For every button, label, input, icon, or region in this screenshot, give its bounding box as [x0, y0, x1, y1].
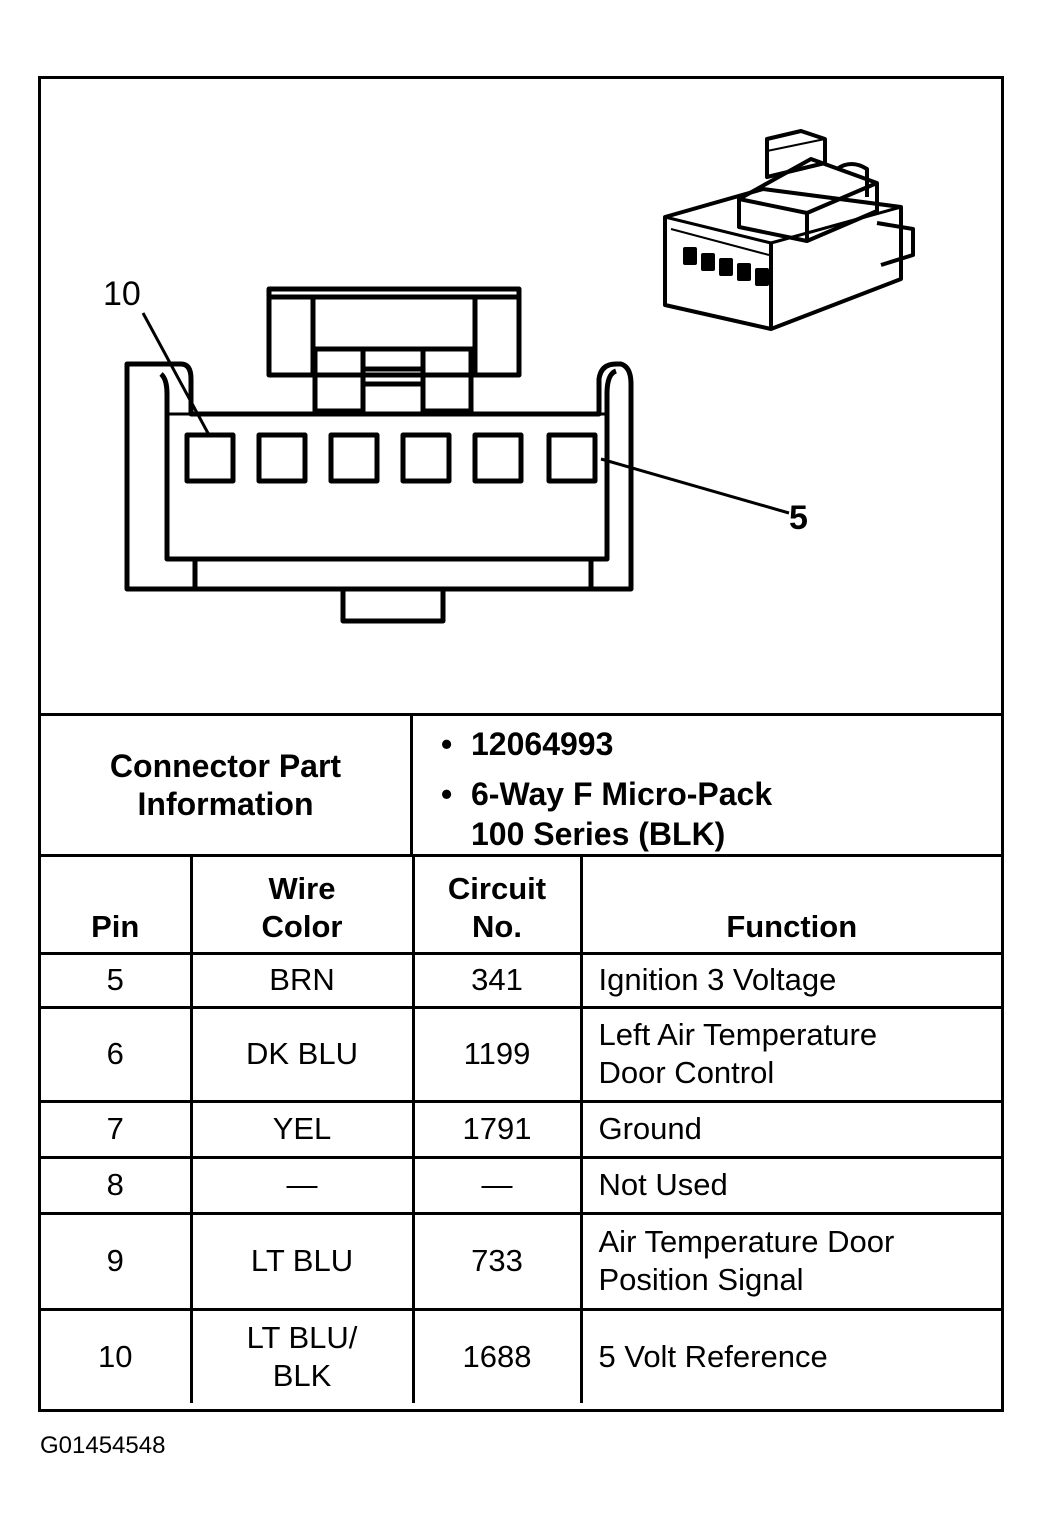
cavity-pin-8: [328, 432, 380, 484]
cell-circuit: —: [411, 1155, 583, 1215]
iso-cavity-1: [683, 247, 697, 265]
cell-circuit: 1199: [411, 1005, 583, 1103]
cell-pin: 10: [41, 1307, 193, 1403]
latch-inner-walls: [310, 297, 478, 375]
housing-key: [340, 589, 446, 624]
iso-hinge: [835, 162, 869, 197]
latch-outer: [266, 286, 522, 378]
figure-code: G01454548: [40, 1432, 166, 1459]
connector-front-view: [124, 286, 634, 624]
cell-circuit: 733: [411, 1211, 583, 1311]
iso-latch: [737, 157, 879, 243]
iso-latch-button: [765, 129, 827, 179]
iso-cavity-4: [737, 263, 751, 281]
cell-pin: 6: [41, 1005, 193, 1103]
pinout-table: Pin Wire Color Circuit No. Function 5 BR…: [41, 857, 1001, 1403]
header-wire-color: Wire Color: [189, 857, 415, 955]
pinout-header-row: Pin Wire Color Circuit No. Function: [41, 857, 1001, 955]
table-row: 7 YEL 1791 Ground: [41, 1099, 1001, 1159]
table-row: 5 BRN 341 Ignition 3 Voltage: [41, 951, 1001, 1009]
table-row: 10 LT BLU/ BLK 1688 5 Volt Reference: [41, 1307, 1001, 1403]
header-function: Function: [579, 857, 1001, 955]
leader-pin-10: [141, 312, 211, 436]
iso-side-tab: [876, 221, 915, 267]
leader-pin-5: [600, 457, 790, 515]
cell-wire-color: BRN: [189, 951, 415, 1009]
connector-description-line1: 6-Way F Micro-Pack: [471, 776, 773, 812]
cell-wire-color: YEL: [189, 1099, 415, 1159]
connector-frame: 10 5 Connector Part Information • 120649…: [38, 76, 1004, 1412]
cell-wire-color: DK BLU: [189, 1005, 415, 1103]
iso-cavity-2: [701, 253, 715, 271]
header-circuit-no: Circuit No.: [411, 857, 583, 955]
cell-pin: 9: [41, 1211, 193, 1311]
cell-wire-color: —: [189, 1155, 415, 1215]
cell-pin: 5: [41, 951, 193, 1009]
cavity-pin-6: [472, 432, 524, 484]
cell-wire-color: LT BLU: [189, 1211, 415, 1311]
connector-info-label-line2: Information: [137, 786, 314, 822]
table-row: 9 LT BLU 733 Air Temperature Door Positi…: [41, 1211, 1001, 1311]
housing-inner: [159, 368, 618, 562]
header-pin: Pin: [41, 857, 193, 955]
cell-wire-color: LT BLU/ BLK: [189, 1307, 415, 1403]
table-row: 8 — — Not Used: [41, 1155, 1001, 1215]
latch-tab-right: [420, 346, 474, 414]
iso-cavity-3: [719, 258, 733, 276]
cell-circuit: 1791: [411, 1099, 583, 1159]
cavity-pin-10: [184, 432, 236, 484]
connector-description-row: • 6-Way F Micro-Pack 100 Series (BLK): [441, 774, 773, 854]
connector-part-information: Connector Part Information • 12064993 • …: [41, 713, 1001, 857]
cell-function: Not Used: [579, 1155, 1001, 1215]
cavity-pin-5: [546, 432, 598, 484]
connector-isometric-view: [663, 129, 915, 331]
bullet-icon: •: [441, 776, 453, 812]
latch-spring: [363, 366, 423, 387]
connector-diagram: 10 5: [41, 79, 1001, 713]
cell-function: Left Air Temperature Door Control: [579, 1005, 1001, 1103]
cell-function: Ground: [579, 1099, 1001, 1159]
cell-pin: 8: [41, 1155, 193, 1215]
iso-body-outline: [663, 187, 903, 331]
pin-10-callout: 10: [103, 275, 141, 313]
connector-info-label: Connector Part Information: [41, 716, 413, 854]
pin-5-callout: 5: [789, 499, 808, 537]
cell-function: Air Temperature Door Position Signal: [579, 1211, 1001, 1311]
part-number: 12064993: [471, 726, 614, 762]
cavity-pin-7: [400, 432, 452, 484]
housing-outer: [124, 361, 634, 592]
connector-info-values: • 12064993 • 6-Way F Micro-Pack 100 Seri…: [413, 716, 1001, 854]
connector-drawing: [124, 129, 915, 624]
connector-info-label-line1: Connector Part: [109, 748, 342, 784]
cell-circuit: 341: [411, 951, 583, 1009]
cell-function: 5 Volt Reference: [579, 1307, 1001, 1403]
housing-flange: [192, 559, 594, 592]
cell-function: Ignition 3 Voltage: [579, 951, 1001, 1009]
table-row: 6 DK BLU 1199 Left Air Temperature Door …: [41, 1005, 1001, 1103]
latch-tab-left: [312, 346, 366, 414]
part-number-row: • 12064993: [441, 724, 614, 764]
cell-pin: 7: [41, 1099, 193, 1159]
connector-description-line2: 100 Series (BLK): [471, 816, 726, 852]
cell-circuit: 1688: [411, 1307, 583, 1403]
bullet-icon: •: [441, 726, 453, 762]
iso-cavity-5: [755, 268, 769, 286]
cavity-pin-9: [256, 432, 308, 484]
